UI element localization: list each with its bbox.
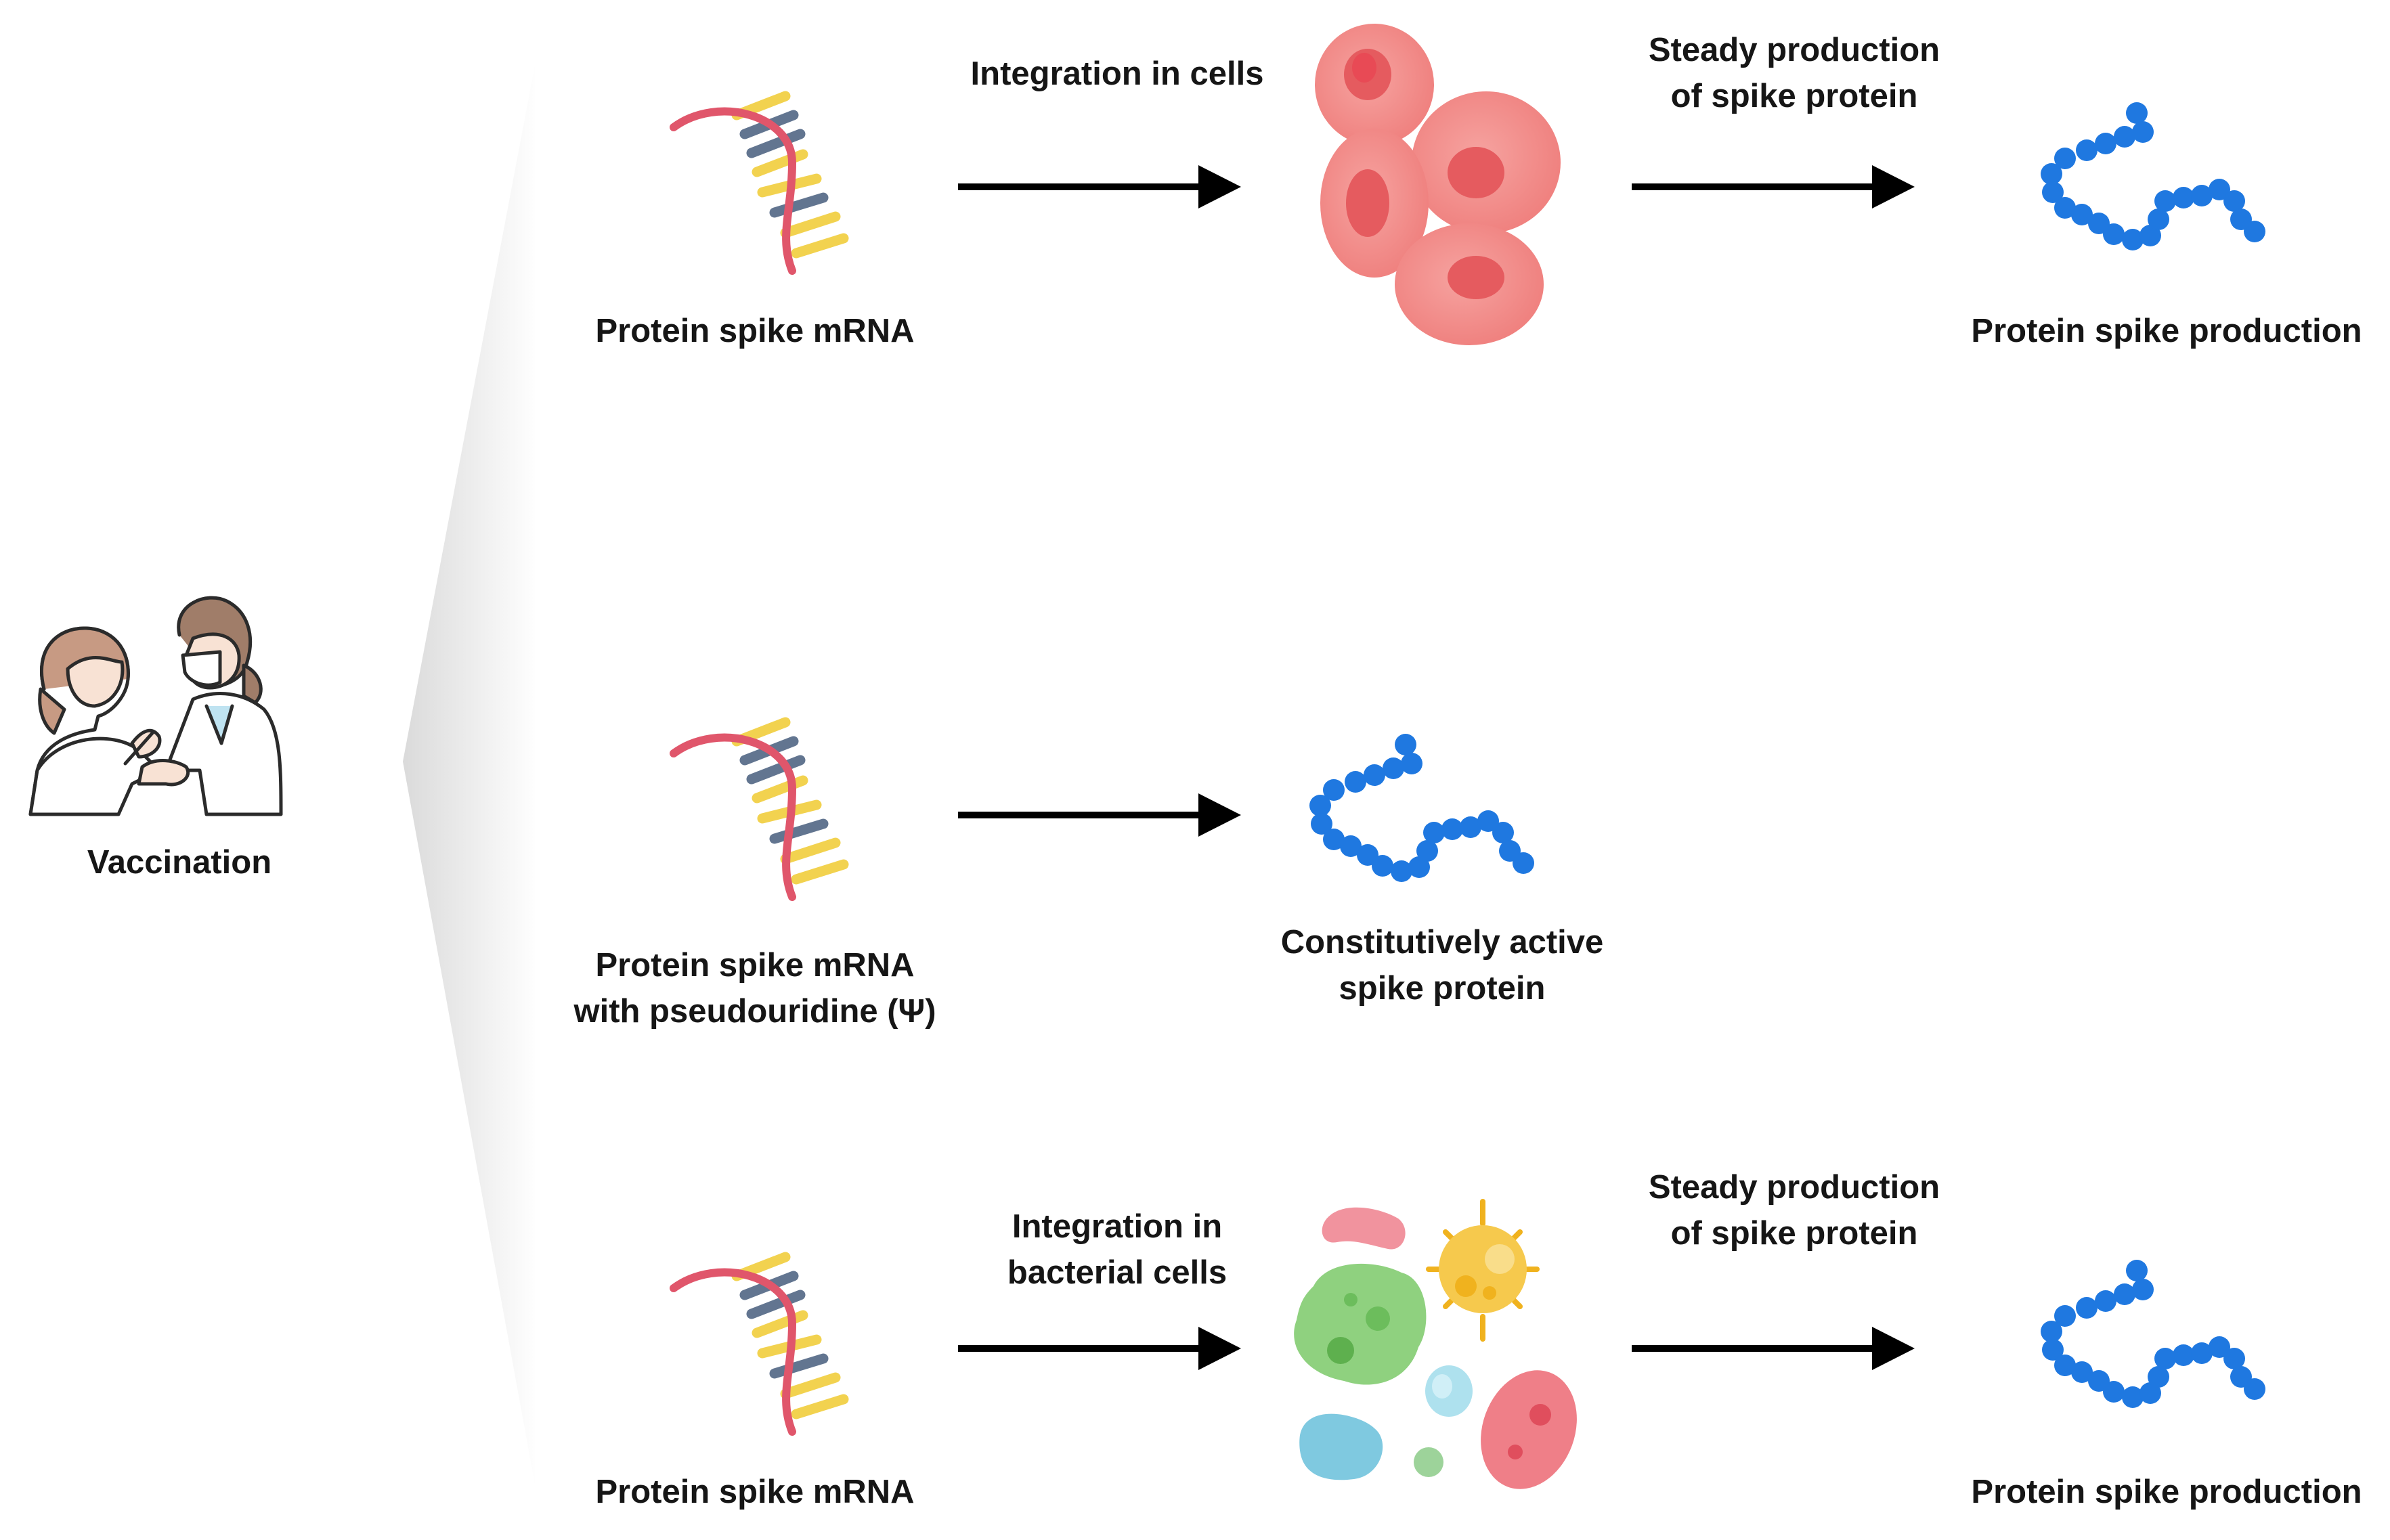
row3-result-label: Protein spike production: [1971, 1474, 2362, 1510]
vaccination-icon: [28, 596, 283, 816]
bacteria-icon: [1294, 1199, 1577, 1489]
row3-step1-label: Integration in bacterial cells: [1007, 1208, 1227, 1291]
arrow-production-bottom: [1632, 1327, 1915, 1370]
row1-step1-label: Integration in cells: [970, 56, 1264, 92]
row1-source-label: Protein spike mRNA: [595, 313, 915, 349]
row3-step2-label: Steady production of spike protein: [1648, 1169, 1940, 1252]
arrow-bacterial-integration: [958, 1327, 1241, 1370]
spike-protein-icon-bottom: [2041, 1260, 2265, 1408]
row1-result-label: Protein spike production: [1971, 313, 2362, 349]
red-cells-icon: [1315, 24, 1561, 345]
vaccination-label: Vaccination: [87, 844, 272, 881]
spike-protein-icon: [2041, 102, 2265, 250]
row3-source-label: Protein spike mRNA: [595, 1474, 915, 1510]
row2-result-label: Constitutively active spike protein: [1280, 924, 1604, 1007]
row1-step2-label: Steady production of spike protein: [1648, 32, 1940, 114]
arrow-integration: [958, 165, 1241, 208]
arrow-direct: [958, 793, 1241, 837]
arrow-production: [1632, 165, 1915, 208]
row2-source-label: Protein spike mRNA with pseudouridine (Ψ…: [573, 947, 936, 1030]
active-spike-protein-icon: [1309, 734, 1534, 882]
branching-wedge: [403, 47, 538, 1503]
